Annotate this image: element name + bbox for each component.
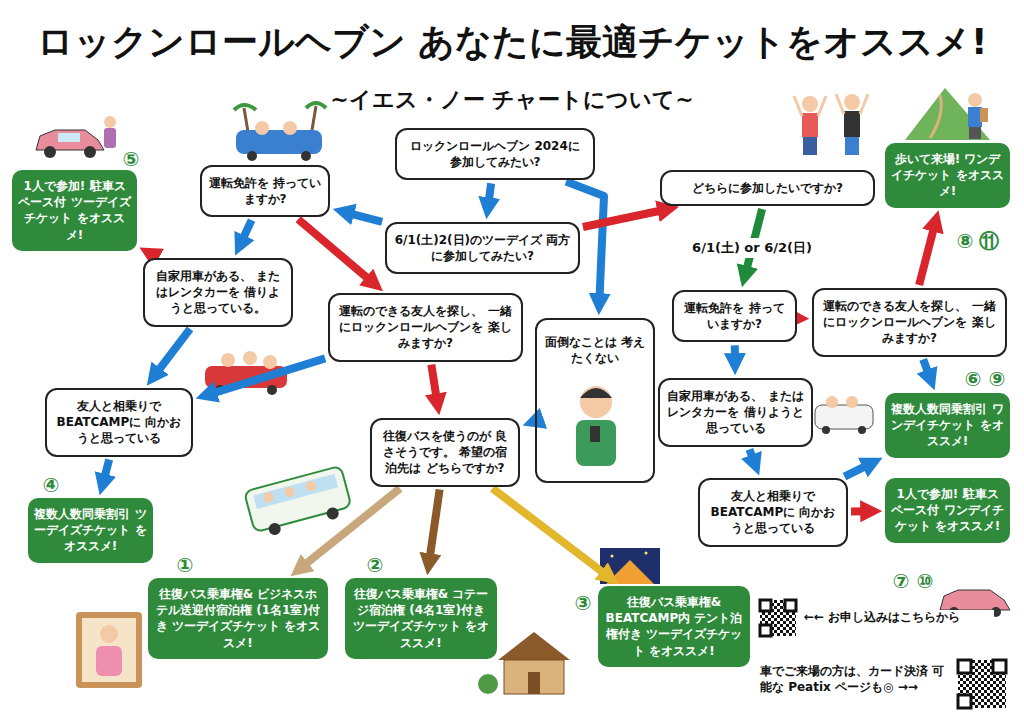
qr-code <box>760 600 1006 708</box>
result-box: 往復バス乗車権& コテージ宿泊権 (4名1室)付き ツーデイズチケット をオスス… <box>345 578 497 659</box>
node-text: 運転免許を 持っていますか? <box>680 300 789 332</box>
result-box: 歩いて来場! ワンデイチケット をオススメ! <box>885 143 1010 208</box>
blue-car <box>234 103 326 161</box>
subtitle: ~イエス・ノー チャートについて~ <box>232 86 792 115</box>
flow-arrow <box>492 488 608 576</box>
flow-arrow <box>431 365 437 403</box>
result-box: 1人で参加! 駐車スペース付 ツーデイズチケット をオススメ! <box>12 170 137 251</box>
node-text: 運転のできる友人を探し、 一緒にロックンロールヘブンを 楽しみますか? <box>336 303 515 352</box>
bed <box>76 612 142 688</box>
title: ロックンロールヘブン あなたに最適チケットをオススメ! <box>10 18 1014 67</box>
callout-number: ⑧ <box>952 228 978 254</box>
callout-number: ⑥ <box>960 366 986 392</box>
result-box: 往復バス乗車権& BEATCAMP内 テント泊権付き ツーデイズチケット をオス… <box>598 586 750 667</box>
decision-box: 友人と相乗りで BEATCAMPに 向かおうと思っている <box>698 478 848 547</box>
node-text: 往復バスを使うのが 良さそうです。 希望の宿泊先は どちらですか? <box>378 428 512 477</box>
callout-number: ⑪ <box>976 228 1002 254</box>
node-text: 友人と相乗りで BEATCAMPに 向かおうと思っている <box>706 488 840 537</box>
node-text: 友人と相乗りで BEATCAMPに 向かおうと思っている <box>53 398 185 447</box>
bus <box>244 466 354 540</box>
result-box: 複数人数同乗割引 ワンデイチケット をオススメ! <box>885 393 1010 458</box>
node-text: 複数人数同乗割引 ツーデイズチケット をオススメ! <box>34 506 147 555</box>
cheering-people <box>794 94 868 155</box>
decision-box: 運転のできる友人を探し、 一緒にロックンロールヘブンを 楽しみますか? <box>328 293 523 362</box>
node-text: ロックンロールヘブン 2024に 参加してみたい? <box>403 138 587 170</box>
node-text: 運転免許を 持っていますか? <box>208 175 322 207</box>
note: ←← お申し込みはこちらから <box>804 610 994 626</box>
group-car <box>815 396 873 434</box>
decision-box: 友人と相乗りで BEATCAMPに 向かおうと思っている <box>45 388 193 457</box>
flow-arrow <box>155 329 190 375</box>
flow-arrow <box>731 345 739 362</box>
node-text: 往復バス乗車権& コテージ宿泊権 (4名1室)付き ツーデイズチケット をオスス… <box>351 586 491 651</box>
node-text: 往復バス乗車権& BEATCAMP内 テント泊権付き ツーデイズチケット をオス… <box>604 594 744 659</box>
node-text: 1人で参加! 駐車スペース付 ワンデイチケット をオススメ! <box>891 486 1004 535</box>
edge-label: 6/1(土) or 6/2(日) <box>688 238 816 258</box>
flow-arrow <box>844 464 870 477</box>
start-question: ロックンロールヘブン 2024に 参加してみたい? <box>395 128 595 180</box>
flow-arrow <box>583 209 666 227</box>
flow-arrow <box>298 219 373 282</box>
node-text: 歩いて来場! ワンデイチケット をオススメ! <box>891 151 1004 200</box>
node-text: 1人で参加! 駐車スペース付 ツーデイズチケット をオススメ! <box>18 178 131 243</box>
decision-box: 6/1(土)2(日)のツーデイズ 両方に参加してみたい? <box>385 222 580 274</box>
decision-box: どちらに参加したいですか? <box>660 170 875 206</box>
callout-number: ① <box>172 552 198 578</box>
result-box: 往復バス乗車権& ビジネスホテル送迎付宿泊権 (1名1室)付き ツーデイズチケッ… <box>148 578 328 659</box>
node-text: 6/1(土)2(日)のツーデイズ 両方に参加してみたい? <box>393 232 572 264</box>
note: 車でご来場の方は、カード決済 可能な Peatix ページも◎ →→ <box>760 664 952 695</box>
flow-arrow <box>488 183 491 206</box>
node-text: 往復バス乗車権& ビジネスホテル送迎付宿泊権 (1名1室)付き ツーデイズチケッ… <box>154 586 322 651</box>
decision-box: 運転免許を 持っていますか? <box>672 290 797 342</box>
flow-arrow <box>429 490 439 563</box>
flow-arrow <box>103 459 109 482</box>
flow-arrow <box>151 254 155 257</box>
decision-box: 運転のできる友人を探し、 一緒にロックンロールヘブンを 楽しみますか? <box>812 288 1007 357</box>
person-with-phone <box>576 386 616 466</box>
node-text: 自家用車がある、 またはレンタカーを 借りようと思っている。 <box>151 268 285 317</box>
node-text: 複数人数同乗割引 ワンデイチケット をオススメ! <box>891 401 1004 450</box>
hiker-mountain <box>905 88 990 140</box>
node-text: 自家用車がある、 またはレンタカーを 借りようと思っている <box>666 388 805 437</box>
decision-box: 自家用車がある、 またはレンタカーを 借りようと思っている。 <box>143 258 293 327</box>
result-box: 複数人数同乗割引 ツーデイズチケット をオススメ! <box>28 498 153 563</box>
callout-number: ⑩ <box>912 568 938 594</box>
callout-number: ② <box>362 552 388 578</box>
decision-box: 自家用車がある、 またはレンタカーを 借りようと思っている <box>658 378 813 447</box>
flow-arrow <box>208 358 325 394</box>
flow-arrow <box>345 212 382 222</box>
result-box: 1人で参加! 駐車スペース付 ワンデイチケット をオススメ! <box>885 478 1010 543</box>
callout-number: ⑦ <box>888 568 914 594</box>
callout-number: ④ <box>38 472 64 498</box>
node-text: 運転のできる友人を探し、 一緒にロックンロールヘブンを 楽しみますか? <box>820 298 999 347</box>
callout-number: ⑤ <box>118 146 144 172</box>
flow-arrow <box>923 359 930 378</box>
decision-box: 面倒なことは 考えたくない <box>535 318 655 483</box>
pink-car <box>36 116 116 158</box>
tent <box>600 548 660 584</box>
flow-arrow <box>749 449 754 463</box>
decision-box: 往復バスを使うのが 良さそうです。 希望の宿泊先は どちらですか? <box>370 418 520 487</box>
node-text: どちらに参加したいですか? <box>668 180 867 196</box>
callout-number: ③ <box>570 590 596 616</box>
flow-arrow <box>851 507 869 515</box>
decision-box: 運転免許を 持っていますか? <box>200 165 330 217</box>
flow-arrow <box>919 223 935 285</box>
callout-number: ⑨ <box>984 366 1010 392</box>
node-text: 面倒なことは 考えたくない <box>543 334 647 366</box>
flow-arrow <box>241 220 252 243</box>
